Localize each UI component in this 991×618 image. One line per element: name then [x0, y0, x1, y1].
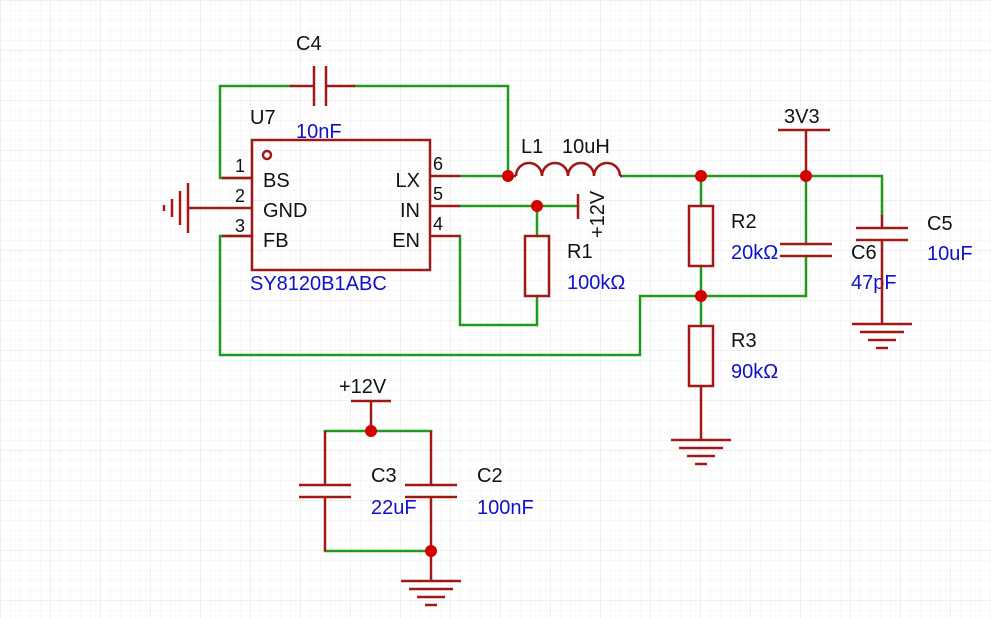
capacitor-c5[interactable]: C5 10uF: [856, 213, 973, 324]
r2-value: 20kΩ: [731, 242, 778, 264]
wire-en-to-r1[interactable]: [458, 234, 539, 327]
r2-ref: R2: [731, 211, 757, 233]
pin-num-5: 5: [433, 184, 443, 204]
ic-ref: U7: [250, 107, 276, 129]
r1-ref: R1: [567, 241, 593, 263]
junctions: [365, 170, 812, 557]
c4-value: 10nF: [296, 121, 342, 143]
ground-symbol-c5: [852, 322, 912, 350]
pin-name-en: EN: [392, 230, 420, 252]
resistor-r3[interactable]: R3 90kΩ: [687, 324, 778, 440]
vin-rotated-text: +12V: [587, 190, 609, 238]
junction-gnd-bank: [425, 545, 437, 557]
ic-value: SY8120B1ABC: [250, 273, 387, 295]
junction-r2-top: [695, 170, 707, 182]
r3-value: 90kΩ: [731, 361, 778, 383]
c2-value: 100nF: [477, 497, 534, 519]
capacitor-c4[interactable]: C4 10nF: [290, 33, 355, 143]
wire-c6-bottom[interactable]: [699, 254, 808, 298]
l1-value: 10uH: [562, 136, 610, 158]
junction-in: [531, 200, 543, 212]
c6-value: 47pF: [851, 272, 897, 294]
ground-symbol-r3: [671, 438, 731, 466]
r3-ref: R3: [731, 330, 757, 352]
c3-ref: C3: [371, 465, 397, 487]
c6-ref: C6: [851, 242, 877, 264]
pin-num-2: 2: [235, 186, 245, 206]
capacitor-c6[interactable]: C6 47pF: [780, 242, 897, 294]
ic-u7[interactable]: 1 2 3 6 5 4 BS GND FB LX IN EN U7 SY8120…: [202, 107, 460, 295]
junction-lx: [502, 170, 514, 182]
pin-name-gnd: GND: [263, 200, 307, 222]
wire-output-rail[interactable]: [620, 174, 884, 217]
pin-num-1: 1: [235, 156, 245, 176]
pin-name-in: IN: [400, 200, 420, 222]
capacitor-c2[interactable]: C2 100nF: [405, 431, 534, 581]
c4-ref: C4: [296, 33, 322, 55]
pin-name-fb: FB: [263, 230, 289, 252]
vout-text: 3V3: [784, 106, 820, 128]
vin-text: +12V: [339, 376, 387, 398]
pin1-marker: [261, 149, 273, 161]
pin-num-3: 3: [235, 216, 245, 236]
resistor-r1[interactable]: R1 100kΩ: [523, 234, 625, 298]
junction-12v: [365, 425, 377, 437]
l1-ref: L1: [521, 136, 543, 158]
c5-ref: C5: [927, 213, 953, 235]
pin-name-lx: LX: [396, 170, 420, 192]
capacitor-c3[interactable]: C3 22uF: [299, 431, 417, 551]
junction-fb: [695, 290, 707, 302]
wire-c4-to-lx[interactable]: [353, 84, 510, 178]
resistor-r2[interactable]: R2 20kΩ: [687, 204, 778, 268]
r1-value: 100kΩ: [567, 272, 625, 294]
junction-3v3: [800, 170, 812, 182]
net-label-12v-rotated[interactable]: +12V: [576, 190, 609, 238]
c3-value: 22uF: [371, 497, 417, 519]
ground-symbol-c2: [401, 579, 461, 607]
c2-ref: C2: [477, 465, 503, 487]
net-label-3v3[interactable]: 3V3: [778, 106, 830, 176]
ground-symbol-u7: [162, 183, 202, 233]
pin-name-bs: BS: [263, 170, 290, 192]
c5-value: 10uF: [927, 243, 973, 265]
pin-num-6: 6: [433, 154, 443, 174]
pin-num-4: 4: [433, 214, 443, 234]
